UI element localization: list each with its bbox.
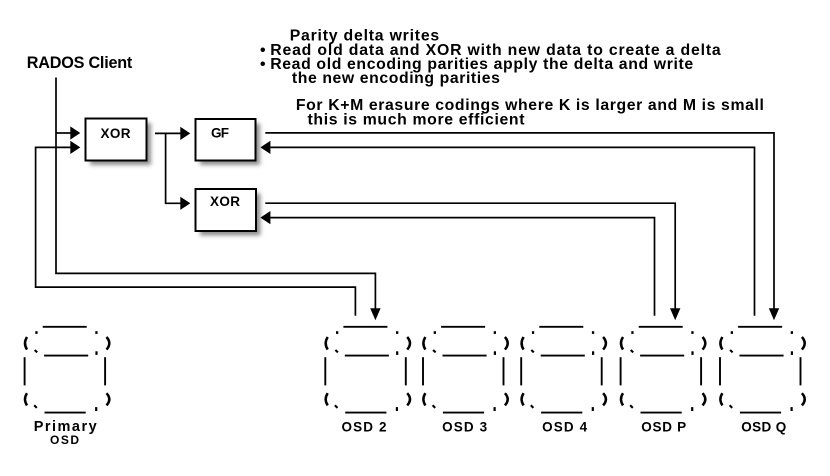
- svg-text:Parity delta writes: Parity delta writes: [290, 28, 440, 45]
- svg-text:XOR: XOR: [210, 194, 240, 209]
- svg-text:Read old encoding parities app: Read old encoding parities apply the del…: [270, 56, 693, 73]
- svg-text:OSD 4: OSD 4: [542, 420, 587, 435]
- svg-text:OSD: OSD: [50, 433, 79, 447]
- svg-text:•: •: [260, 42, 266, 59]
- svg-text:OSD 3: OSD 3: [442, 420, 487, 435]
- svg-text:the new encoding parities: the new encoding parities: [292, 70, 500, 87]
- svg-text:OSD P: OSD P: [641, 420, 686, 435]
- svg-text:this is much more efficient: this is much more efficient: [308, 112, 526, 129]
- svg-text:XOR: XOR: [101, 126, 131, 141]
- svg-text:OSD Q: OSD Q: [741, 420, 786, 435]
- svg-text:•: •: [260, 56, 266, 73]
- svg-text:GF: GF: [211, 126, 229, 141]
- svg-text:Read old data and XOR with new: Read old data and XOR with new data to c…: [270, 42, 721, 59]
- svg-text:RADOS Client: RADOS Client: [27, 54, 133, 72]
- svg-text:For K+M erasure codings where: For K+M erasure codings where K is large…: [296, 97, 764, 114]
- svg-text:Primary: Primary: [34, 419, 97, 435]
- svg-text:OSD 2: OSD 2: [342, 420, 387, 435]
